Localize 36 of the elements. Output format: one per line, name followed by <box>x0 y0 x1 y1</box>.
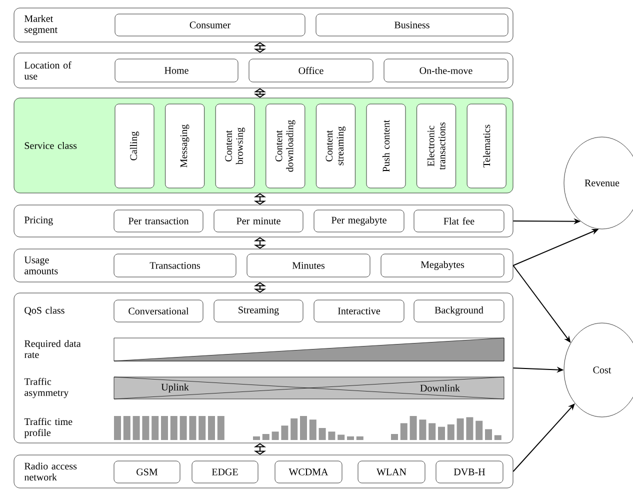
option-box: Conversational <box>114 300 204 322</box>
option-box: Interactive <box>314 300 404 322</box>
option-box: GSM <box>114 460 180 484</box>
option-box: Home <box>114 58 238 82</box>
option-box: Per minute <box>214 210 304 232</box>
option-box: Flat fee <box>414 210 504 232</box>
option-box: Content downloading <box>266 104 306 188</box>
option-box: Consumer <box>114 14 306 36</box>
double-arrow <box>254 443 266 455</box>
option-box: Per transaction <box>114 210 204 232</box>
option-box: Telematics <box>466 104 506 188</box>
option-box: WLAN <box>358 460 426 484</box>
double-arrow <box>254 88 266 98</box>
option-box: Electronic transactions <box>416 104 456 188</box>
option-box: Minutes <box>246 254 370 278</box>
double-arrow <box>254 282 266 293</box>
option-box: Calling <box>114 104 154 188</box>
option-box: DVB-H <box>436 460 504 484</box>
asymmetry-bar: Uplink Downlink <box>114 376 504 400</box>
double-arrow <box>254 42 266 53</box>
option-box: Megabytes <box>380 254 504 278</box>
option-box: Streaming <box>214 300 304 322</box>
option-box: Office <box>248 58 374 82</box>
option-box: Per megabyte <box>314 210 404 232</box>
option-box: On-the-move <box>384 58 508 82</box>
option-box: Transactions <box>114 254 236 278</box>
option-box: Business <box>316 14 508 36</box>
option-box: Content streaming <box>316 104 356 188</box>
double-arrow <box>254 193 266 205</box>
option-box: Content browsing <box>215 104 255 188</box>
double-arrow <box>254 237 266 249</box>
option-box: Background <box>414 300 504 322</box>
option-box: Messaging <box>165 104 204 188</box>
option-box: WCDMA <box>274 460 342 484</box>
option-box: Push content <box>366 104 406 188</box>
option-box: EDGE <box>192 460 258 484</box>
